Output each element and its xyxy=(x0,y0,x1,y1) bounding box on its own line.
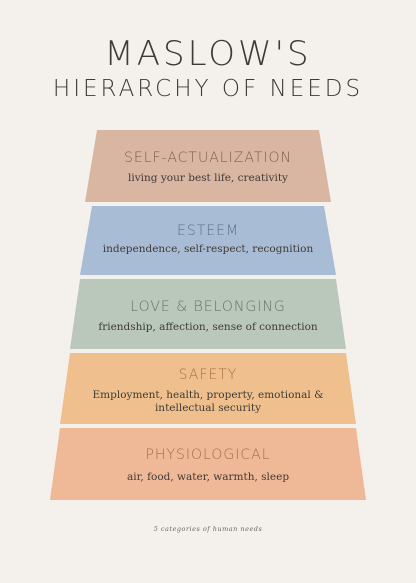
tier-desc-love-belonging: friendship, affection, sense of connecti… xyxy=(98,321,318,333)
tier-desc-safety: Employment, health, property, emotional … xyxy=(92,389,324,414)
tier-shape-physiological xyxy=(50,428,366,500)
tier-shape-safety xyxy=(60,353,356,424)
tier-name-self-actualization: SELF-ACTUALIZATION xyxy=(124,150,292,166)
tier-name-esteem: ESTEEM xyxy=(176,223,240,239)
tier-shape-self-actualization xyxy=(85,130,331,202)
title-line-2: HIERARCHY OF NEEDS xyxy=(52,76,364,102)
tier-shape-esteem xyxy=(80,206,336,275)
tier-name-physiological: PHYSIOLOGICAL xyxy=(145,447,271,463)
tier-name-safety: SAFETY xyxy=(178,367,238,383)
tier-desc-physiological: air, food, water, warmth, sleep xyxy=(126,471,290,483)
tier-desc-esteem: independence, self-respect, recognition xyxy=(102,243,314,255)
tier-name-love-belonging: LOVE & BELONGING xyxy=(130,299,286,315)
footnote: 5 categories of human needs xyxy=(153,525,263,533)
title-line-1: MASLOW'S xyxy=(104,34,312,74)
tier-shape-love-belonging xyxy=(70,279,346,349)
tier-desc-self-actualization: living your best life, creativity xyxy=(128,172,288,184)
